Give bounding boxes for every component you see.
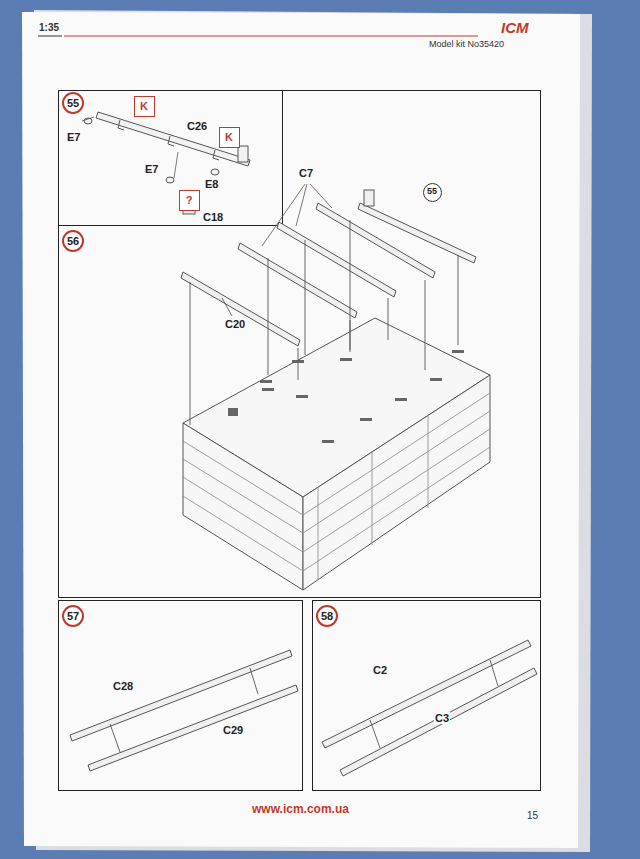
assembly-arrow: [370, 660, 498, 748]
step-number-text: 58: [321, 610, 333, 622]
bed-planks: [183, 393, 490, 580]
note-letter: K: [225, 131, 233, 143]
paper-sheet: [22, 12, 580, 848]
rail-part: [70, 650, 298, 771]
beam-part: [84, 112, 250, 214]
step-number: 55: [423, 183, 442, 202]
part-number: C7: [298, 167, 314, 179]
part-number: C18: [202, 211, 224, 223]
step-frame: [59, 91, 283, 226]
note-letter: ?: [186, 194, 193, 206]
beam-part: [181, 190, 476, 346]
part-note-box: K: [219, 127, 240, 148]
scale: 1:35: [38, 22, 60, 33]
part-number: C20: [224, 318, 246, 330]
step-number: 58: [316, 605, 338, 627]
step-number-text: 55: [427, 187, 437, 197]
assembly-arrow: [110, 668, 258, 752]
part-note-box: ?: [179, 190, 200, 211]
brand-logo: ICM: [500, 20, 530, 37]
part-number: C2: [372, 664, 388, 676]
truck-bed: [183, 318, 490, 590]
part-number: C28: [112, 680, 134, 692]
assembly-arrow: [190, 220, 458, 425]
bed-slots: [228, 350, 464, 443]
leader-line: [222, 184, 332, 316]
website: www.icm.com.ua: [251, 803, 350, 816]
step-number-text: 57: [67, 610, 79, 622]
part-note-box: K: [134, 96, 155, 117]
part-number: E7: [144, 163, 159, 175]
note-letter: K: [140, 100, 148, 112]
step-frame: [59, 601, 303, 791]
step-number: 56: [62, 230, 84, 252]
header-rule: [64, 36, 478, 37]
step-frame: [59, 91, 541, 598]
rail-part: [322, 640, 537, 776]
part-number: C29: [222, 724, 244, 736]
step-frame: [313, 601, 541, 791]
step-number: 57: [62, 605, 84, 627]
step-number: 55: [62, 92, 84, 114]
part-number: C26: [186, 120, 208, 132]
kit-number: Model kit No35420: [428, 40, 505, 50]
step-number-text: 55: [67, 97, 79, 109]
part-number: E8: [204, 178, 219, 190]
part-number: E7: [66, 131, 81, 143]
header-rule: [38, 36, 62, 37]
page-number: 15: [526, 810, 539, 821]
part-number: C3: [434, 712, 450, 724]
step-number-text: 56: [67, 235, 79, 247]
